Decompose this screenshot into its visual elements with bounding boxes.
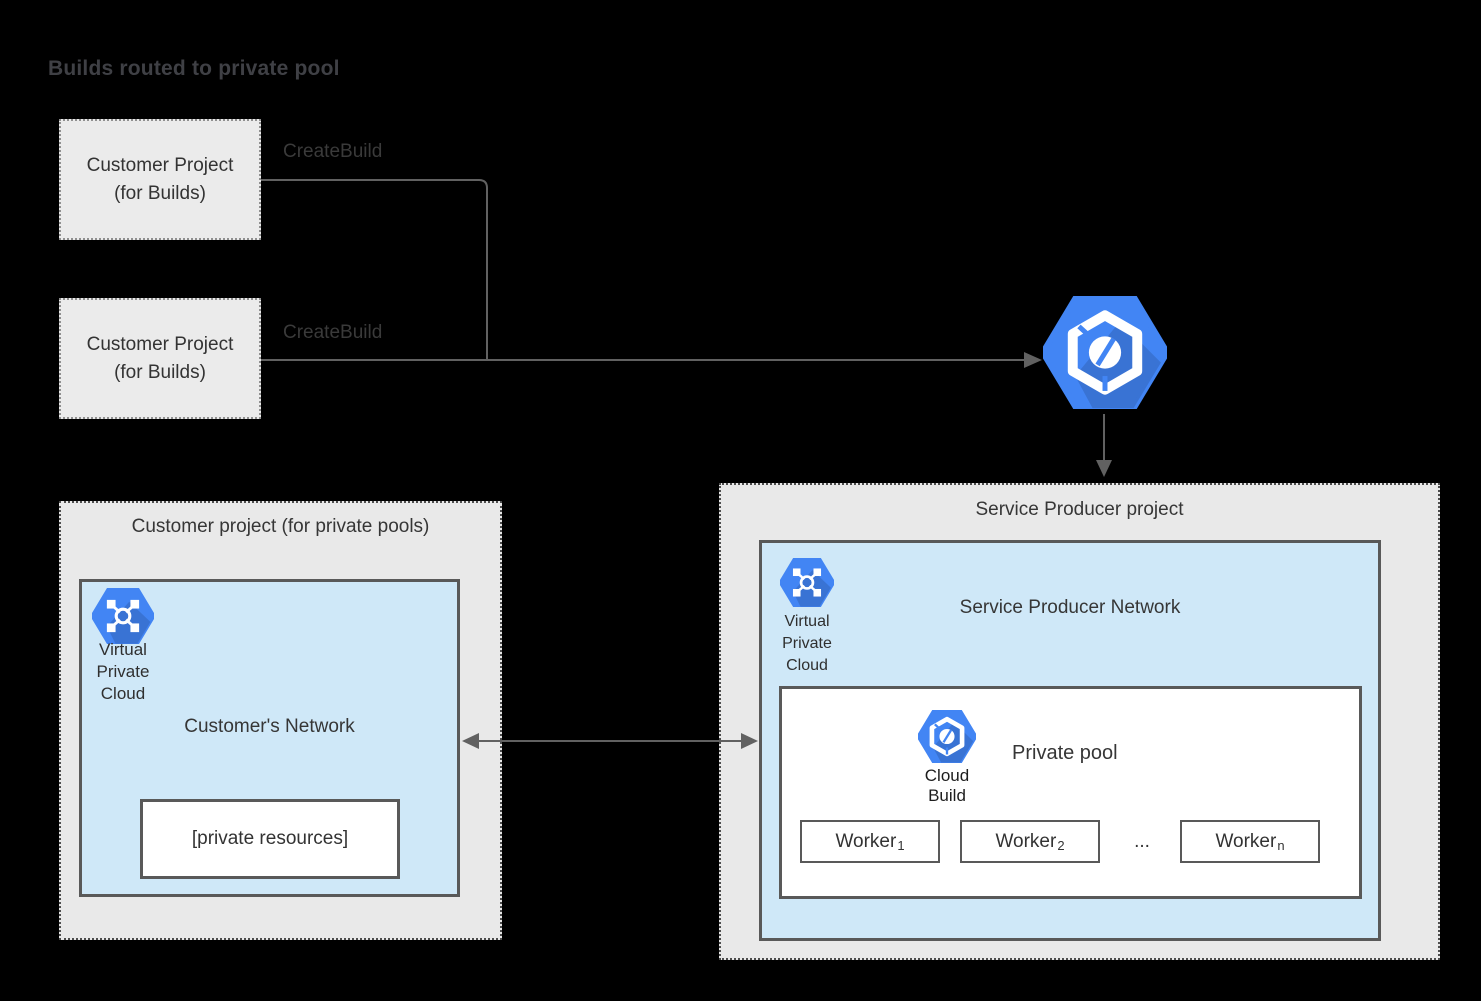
customer-project-builds-box-2: Customer Project (for Builds) xyxy=(59,298,261,419)
private-resources-label: [private resources] xyxy=(191,828,349,849)
arrowhead-down xyxy=(1096,460,1112,477)
customer-project-builds-box-1: Customer Project (for Builds) xyxy=(59,119,261,240)
customer-pool-project-title: Customer project (for private pools) xyxy=(131,516,430,537)
arrowhead-into-cloud-build xyxy=(1024,352,1042,368)
customer-project-builds-1-line2: (for Builds) xyxy=(114,182,206,204)
private-resources-box: [private resources] xyxy=(140,799,400,879)
private-pool-title: Private pool xyxy=(1012,742,1118,764)
cloud-build-label: Cloud Build xyxy=(924,766,970,805)
private-pool-box xyxy=(779,686,1362,899)
customer-project-builds-2-line1: Customer Project xyxy=(86,333,234,355)
cloud-build-icon xyxy=(918,710,976,763)
cloud-build-icon xyxy=(1043,296,1167,409)
service-producer-network-title: Service Producer Network xyxy=(959,597,1181,618)
createbuild-label-1: CreateBuild xyxy=(283,141,383,162)
diagram-title: Builds routed to private pool xyxy=(48,57,340,80)
customer-project-builds-1-line1: Customer Project xyxy=(86,154,234,176)
workers-ellipsis: ... xyxy=(1134,831,1150,852)
createbuild-label-2: CreateBuild xyxy=(283,322,383,343)
customer-project-builds-2-line2: (for Builds) xyxy=(114,361,206,383)
customer-network-title: Customer's Network xyxy=(184,716,355,737)
virtual-private-cloud-icon xyxy=(780,558,834,607)
service-producer-project-title: Service Producer project xyxy=(975,499,1184,520)
customer-vpc-label: Virtual Private Cloud xyxy=(96,640,150,703)
service-producer-vpc-label: Virtual Private Cloud xyxy=(782,613,832,674)
virtual-private-cloud-icon xyxy=(92,588,154,644)
